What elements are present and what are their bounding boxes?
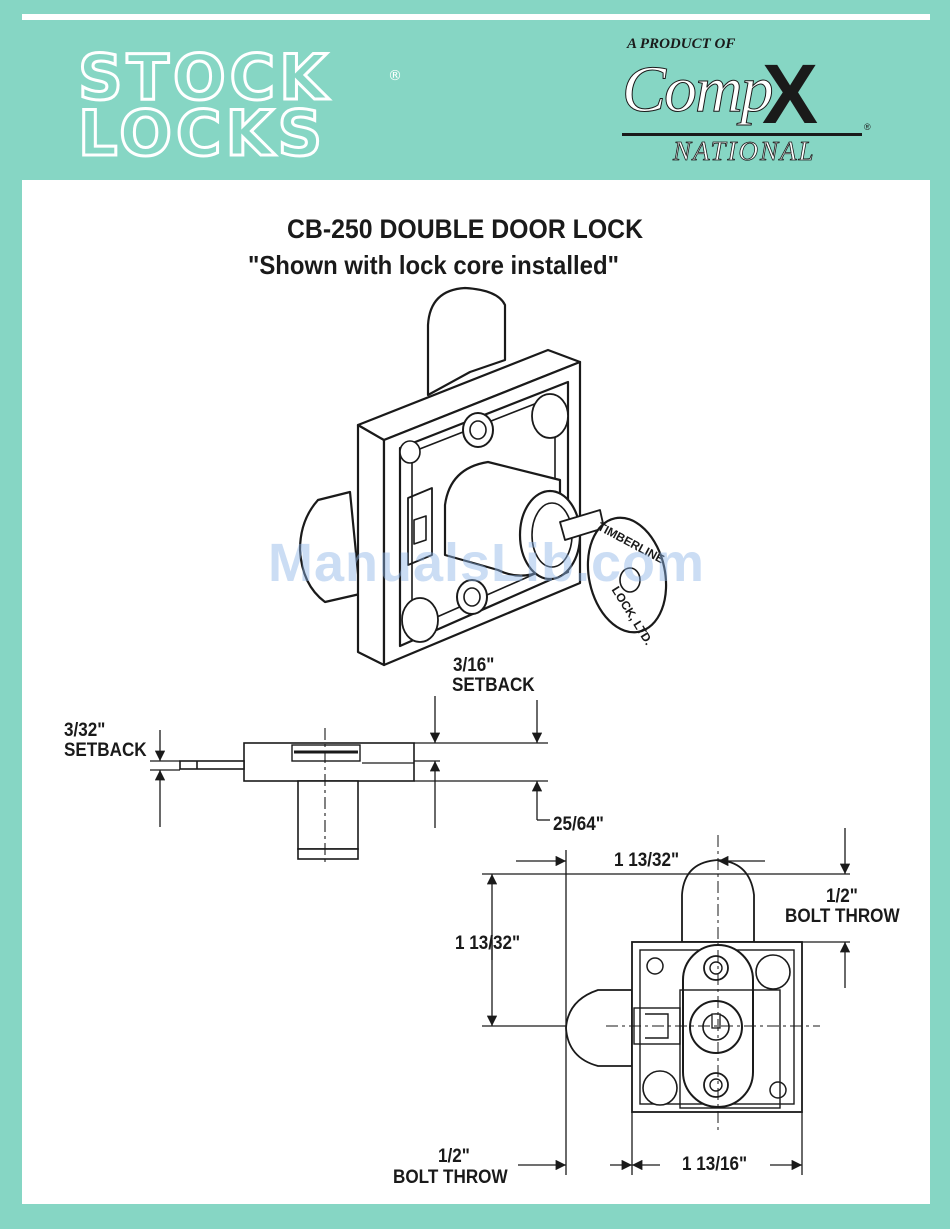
dim-bolt-throw-bottom-value: 1/2"	[438, 1147, 470, 1167]
watermark: ManualsLib.com	[268, 532, 705, 594]
side-cylinder	[298, 781, 358, 849]
front-left-bolt	[566, 990, 632, 1066]
iso-hole-tl	[400, 441, 420, 463]
dim-bolt-throw-right-label: BOLT THROW	[785, 907, 900, 927]
front-hole-br	[770, 1082, 786, 1098]
front-hole-tl	[647, 958, 663, 974]
dim-setback-small-label: SETBACK	[64, 741, 147, 761]
front-hole-bl	[643, 1071, 677, 1105]
dim-depth: 25/64"	[553, 815, 604, 835]
front-view-drawing	[566, 860, 802, 1112]
dim-setback-large-value: 3/16"	[453, 656, 494, 676]
iso-hole-tr	[532, 394, 568, 438]
side-view-drawing	[180, 728, 414, 864]
iso-hole-bl	[402, 598, 438, 642]
dim-bolt-throw-right-value: 1/2"	[826, 887, 858, 907]
front-hole-tr	[756, 955, 790, 989]
dim-setback-small-value: 3/32"	[64, 721, 105, 741]
side-bolt	[180, 761, 244, 769]
dim-width-top: 1 13/32"	[614, 851, 679, 871]
dim-bolt-throw-bottom-label: BOLT THROW	[393, 1168, 508, 1188]
dim-width-bottom: 1 13/16"	[682, 1155, 747, 1175]
dim-setback-large-label: SETBACK	[452, 676, 535, 696]
dim-height-left: 1 13/32"	[455, 934, 520, 954]
